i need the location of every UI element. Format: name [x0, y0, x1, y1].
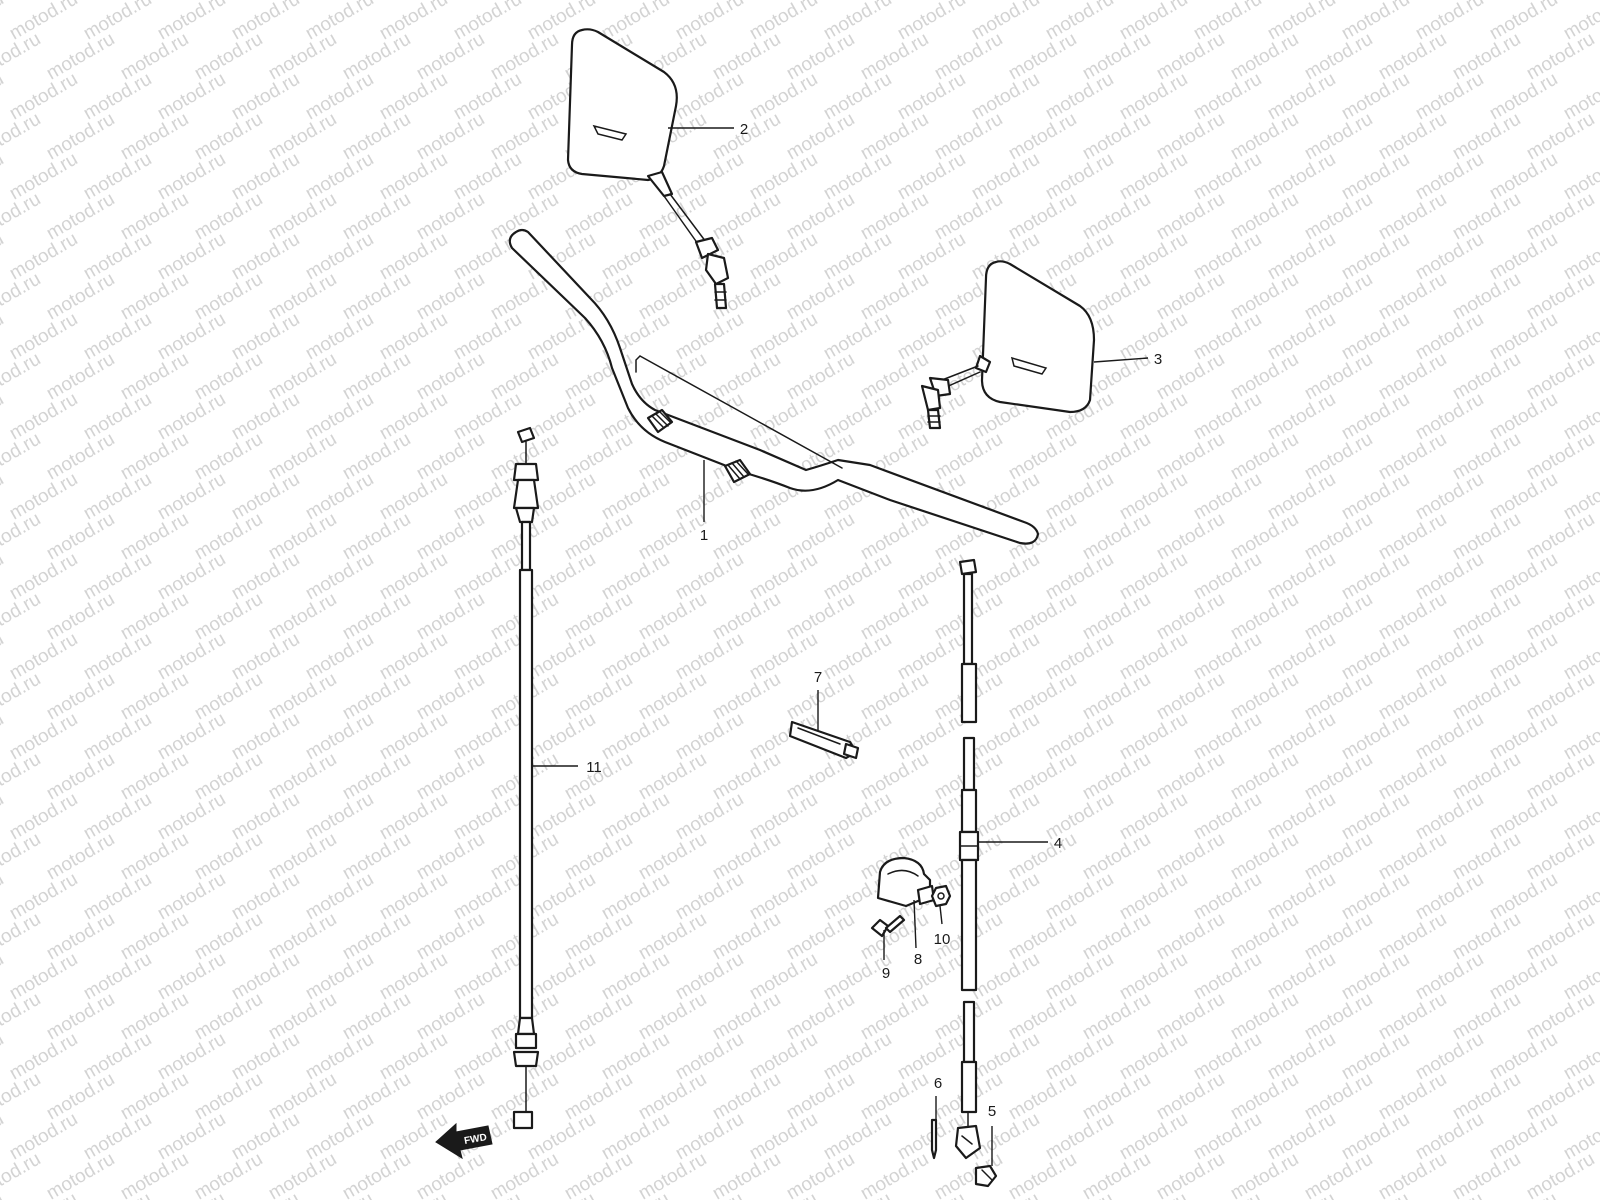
fwd-label: FWD	[463, 1132, 487, 1147]
leader-lines	[532, 127, 1149, 1166]
screw	[974, 1164, 998, 1188]
clamp	[876, 856, 936, 908]
grip-knurl-right	[723, 458, 752, 484]
mirror-left	[566, 28, 730, 310]
callout-10: 10	[934, 931, 951, 948]
callout-8: 8	[914, 951, 922, 968]
callout-7: 7	[814, 669, 822, 686]
callout-1: 1	[700, 527, 708, 544]
cable-right	[954, 558, 982, 1160]
callout-5: 5	[988, 1103, 996, 1120]
pin	[930, 1118, 938, 1160]
callout-11: 11	[586, 759, 602, 776]
clip	[788, 720, 860, 760]
callout-2: 2	[740, 121, 748, 138]
cable-left	[512, 426, 540, 1130]
fwd-arrow: FWD	[435, 1122, 493, 1160]
nut	[930, 884, 952, 908]
handlebar	[508, 228, 1040, 545]
grip-knurl-left	[646, 408, 674, 434]
mirror-right	[920, 260, 1096, 430]
callouts: 1 2 3 4 5 6 7 8 9 10 11	[586, 121, 1162, 1120]
bolt	[870, 914, 906, 938]
callout-4: 4	[1054, 835, 1062, 852]
callout-9: 9	[882, 965, 890, 982]
callout-3: 3	[1154, 351, 1162, 368]
callout-6: 6	[934, 1075, 942, 1092]
